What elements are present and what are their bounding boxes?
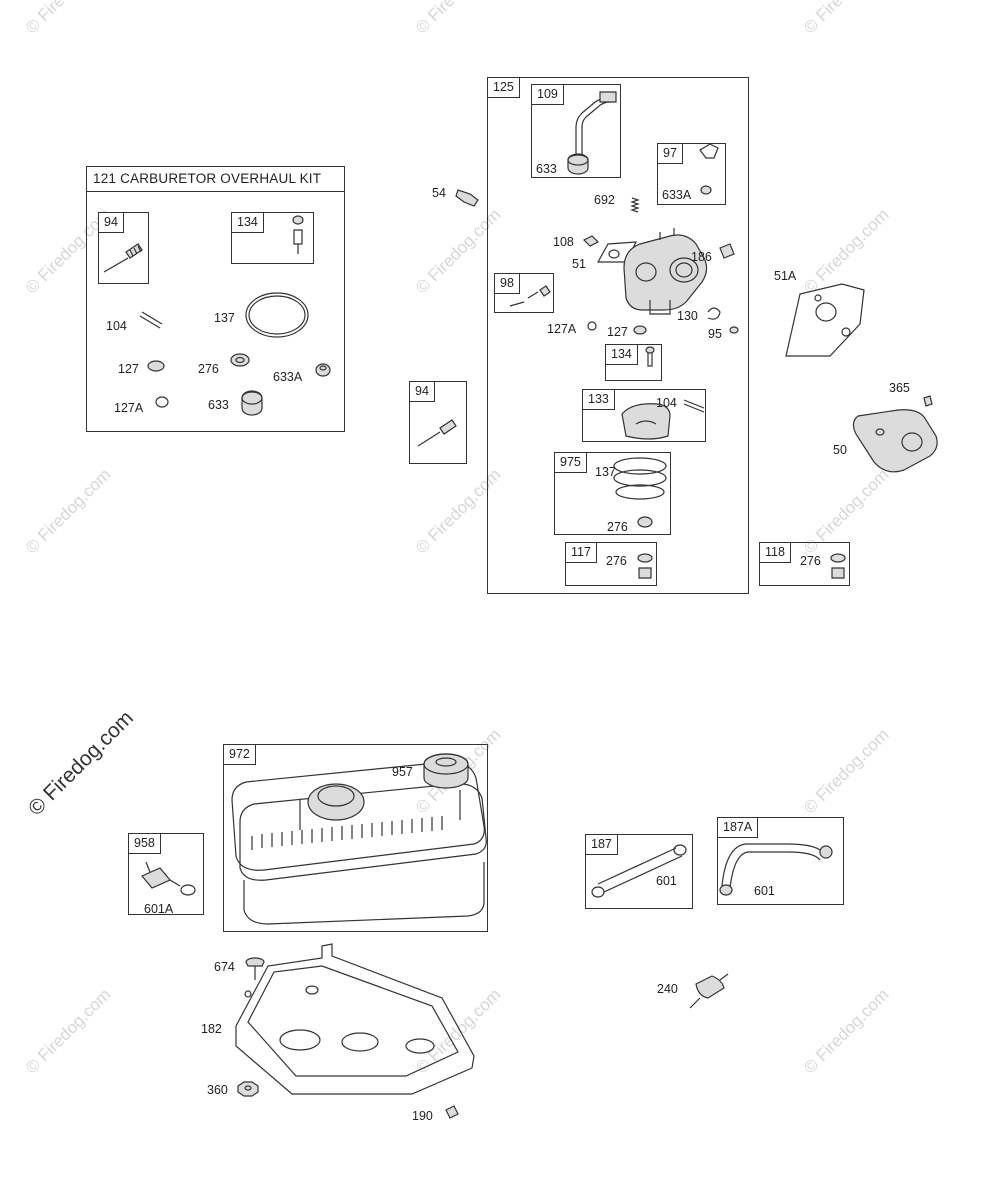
nut-drawing (237, 1081, 259, 1097)
box-label: 187A (718, 818, 759, 838)
choke-lever-drawing (699, 143, 719, 159)
fitting-drawing (455, 189, 479, 207)
box-label: 118 (760, 543, 791, 563)
kit-box-134: 134 (231, 212, 314, 264)
fuel-line-187-drawing (591, 844, 687, 898)
float-needle-drawing (292, 215, 304, 254)
box-117: 117 (565, 542, 657, 586)
box-109: 109 (531, 84, 621, 178)
box-118: 118 (759, 542, 850, 586)
carburetor-overhaul-kit-box: 121 CARBURETOR OVERHAUL KIT (86, 166, 345, 432)
seal-drawing (147, 360, 165, 372)
fuel-line-box-187A: 187A (717, 817, 844, 905)
box-133: 133 (582, 389, 706, 442)
callout: 674 (214, 960, 235, 974)
box-label: 98 (495, 274, 520, 294)
callout: 276 (198, 362, 219, 376)
screw-drawing-190 (445, 1105, 459, 1119)
carb-gasket-drawing (596, 241, 638, 263)
callout: 108 (553, 235, 574, 249)
callout: 186 (691, 250, 712, 264)
callout: 633A (273, 370, 303, 384)
box-label: 134 (232, 213, 264, 233)
box-94: 94 (409, 381, 467, 464)
fuel-tank-box: 972 (223, 744, 488, 932)
box-label: 972 (224, 745, 256, 765)
fuel-line-box-187: 187 (585, 834, 693, 909)
box-label: 94 (99, 213, 124, 233)
callout: 51A (774, 269, 797, 283)
callout: 104 (106, 319, 127, 333)
box-label: 117 (566, 543, 597, 563)
kit-title: 121 CARBURETOR OVERHAUL KIT (87, 167, 344, 192)
box-label: 125 (488, 78, 520, 98)
callout: 54 (432, 186, 446, 200)
callout: 276 (607, 520, 628, 534)
screw-drawing (509, 291, 539, 307)
callout: 240 (657, 982, 678, 996)
kit-box-94: 94 (98, 212, 149, 284)
callout: 127A (547, 322, 577, 336)
callout: 104 (656, 396, 677, 410)
callout: 127 (607, 325, 628, 339)
carburetor-assembly-box: 125 (487, 77, 749, 594)
bolt-drawing (245, 957, 265, 967)
fuel-filter-drawing (689, 973, 729, 1009)
gasket-set-drawing (613, 457, 667, 475)
clip-drawing (707, 307, 721, 320)
box-97: 97 (657, 143, 726, 205)
callout: 957 (392, 765, 413, 779)
callout: 601 (754, 884, 775, 898)
callout: 365 (889, 381, 910, 395)
spring-drawing (630, 197, 640, 213)
bowl-gasket-drawing (245, 292, 309, 338)
float-pin-drawing (139, 311, 163, 329)
fuel-line-187A-drawing (719, 843, 833, 896)
bowl-screw-drawing (637, 553, 653, 563)
gasket-drawing (582, 235, 600, 247)
fuel-tank-ribs (251, 816, 443, 850)
callout: 127 (118, 362, 139, 376)
callout: 50 (833, 443, 847, 457)
box-label: 134 (606, 345, 638, 365)
fuel-valve-box: 958 (128, 833, 204, 915)
callout: 633 (536, 162, 557, 176)
box-label: 133 (583, 390, 615, 410)
callout: 127A (114, 401, 144, 415)
callout: 360 (207, 1083, 228, 1097)
box-label: 975 (555, 453, 587, 473)
callout: 633 (208, 398, 229, 412)
box-label: 109 (532, 85, 564, 105)
tank-bracket-drawing (235, 943, 475, 1095)
callout: 95 (708, 327, 722, 341)
callout: 601A (144, 902, 174, 916)
box-975: 975 (554, 452, 671, 535)
box-label: 94 (410, 382, 435, 402)
callout: 51 (572, 257, 586, 271)
solenoid-drawing (719, 243, 735, 259)
box-134: 134 (605, 344, 662, 381)
callout: 276 (606, 554, 627, 568)
callout: 130 (677, 309, 698, 323)
box-98: 98 (494, 273, 554, 313)
fuel-tank-drawing (231, 761, 487, 925)
carburetor-body-drawing (623, 228, 708, 315)
callout: 182 (201, 1022, 222, 1036)
callout: 137 (214, 311, 235, 325)
callout: 190 (412, 1109, 433, 1123)
callout: 276 (800, 554, 821, 568)
idle-screw-drawing (103, 243, 143, 273)
intake-elbow-drawing (852, 409, 938, 473)
callout: 137 (595, 465, 616, 479)
box-label: 97 (658, 144, 683, 164)
intake-gasket-drawing (785, 283, 865, 357)
callout: 692 (594, 193, 615, 207)
box-label: 958 (129, 834, 161, 854)
callout: 601 (656, 874, 677, 888)
box-label: 187 (586, 835, 618, 855)
callout: 633A (662, 188, 692, 202)
